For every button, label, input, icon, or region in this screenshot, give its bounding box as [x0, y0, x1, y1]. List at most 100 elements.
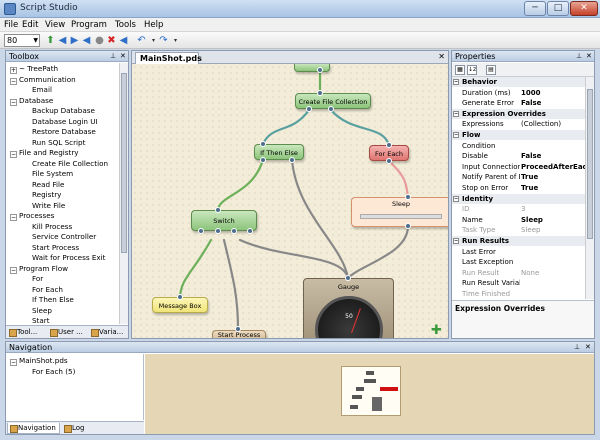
scrollbar-thumb[interactable]: [587, 89, 593, 239]
tree-item[interactable]: Backup Database: [32, 106, 95, 116]
tree-item[interactable]: For Each: [32, 285, 63, 295]
tab-toolbox[interactable]: Tool...: [7, 327, 37, 338]
property-category[interactable]: −Behavior: [452, 77, 585, 87]
alphabetical-icon[interactable]: ↓z: [467, 65, 477, 75]
scrollbar-thumb[interactable]: [121, 73, 127, 253]
undo-icon[interactable]: ↶: [137, 35, 146, 46]
expander-icon[interactable]: −: [10, 214, 17, 221]
tree-item[interactable]: Kill Process: [32, 222, 72, 232]
tree-category[interactable]: −Processes: [10, 211, 54, 221]
collapse-icon[interactable]: −: [453, 132, 459, 138]
categorized-icon[interactable]: ▦: [455, 65, 465, 75]
property-row[interactable]: Time Finished: [452, 289, 585, 299]
run-icon[interactable]: ⬆: [46, 35, 55, 46]
connector-dot[interactable]: [405, 194, 411, 200]
collapse-icon[interactable]: −: [453, 110, 459, 117]
property-pages-icon[interactable]: ▤: [486, 65, 496, 75]
node-sleep[interactable]: Sleep: [351, 197, 448, 227]
tree-category[interactable]: +~ TreePath: [10, 64, 58, 74]
tree-category[interactable]: −Program Flow: [10, 264, 68, 274]
connector-dot[interactable]: [260, 141, 266, 147]
menu-edit[interactable]: Edit: [22, 20, 39, 30]
pin-icon[interactable]: ⊥: [110, 52, 117, 60]
property-value[interactable]: True: [521, 184, 539, 192]
pause-icon[interactable]: ●: [95, 35, 104, 46]
tab-user[interactable]: User ...: [48, 327, 83, 338]
redo-icon[interactable]: ↷: [159, 35, 168, 46]
tree-item[interactable]: For: [32, 274, 43, 284]
properties-scrollbar[interactable]: [585, 77, 594, 299]
close-icon[interactable]: ✕: [438, 52, 445, 61]
property-value[interactable]: Sleep: [521, 215, 543, 224]
property-value[interactable]: 1000: [521, 88, 541, 97]
connector-dot[interactable]: [306, 106, 312, 112]
pin-icon[interactable]: ⊥: [576, 52, 583, 60]
property-category[interactable]: −Expression Overrides: [452, 108, 585, 119]
connector-dot[interactable]: [198, 228, 204, 234]
tree-item[interactable]: Restore Database: [32, 127, 96, 137]
property-value[interactable]: (Collection): [521, 120, 562, 129]
navigation-overview[interactable]: [145, 354, 594, 434]
node-if-then-else[interactable]: If Then Else: [254, 144, 304, 160]
property-category[interactable]: −Run Results: [452, 236, 585, 246]
connector-dot[interactable]: [386, 158, 392, 164]
tree-item[interactable]: Email: [32, 85, 52, 95]
tree-item[interactable]: Wait for Process Exit: [32, 253, 105, 263]
connector-dot[interactable]: [231, 228, 237, 234]
property-value[interactable]: Sleep: [521, 226, 541, 235]
toolbox-scrollbar[interactable]: [119, 63, 128, 324]
tab-mainshot[interactable]: MainShot.pds: [135, 52, 202, 64]
property-row[interactable]: Duration (ms)1000: [452, 88, 585, 98]
minimize-button[interactable]: ─: [524, 1, 546, 16]
property-value[interactable]: False: [521, 152, 542, 161]
tab-variables[interactable]: Varia...: [89, 327, 123, 338]
node-gauge[interactable]: Gauge 50: [303, 278, 394, 338]
add-node-icon[interactable]: ✚: [431, 323, 442, 338]
property-value[interactable]: True: [521, 173, 539, 182]
tree-item[interactable]: Start: [32, 316, 50, 324]
tree-item[interactable]: Run SQL Script: [32, 138, 85, 148]
close-icon[interactable]: ✕: [586, 52, 592, 60]
connector-dot[interactable]: [247, 228, 253, 234]
close-button[interactable]: ✕: [570, 1, 598, 16]
undo-dropdown-icon[interactable]: ▾: [151, 37, 155, 44]
property-value[interactable]: False: [521, 99, 542, 108]
menu-file[interactable]: File: [4, 20, 19, 30]
expander-icon[interactable]: +: [10, 67, 17, 74]
connector-dot[interactable]: [289, 157, 295, 163]
menu-program[interactable]: Program: [71, 20, 107, 30]
property-category[interactable]: −Identity: [452, 193, 585, 204]
close-icon[interactable]: ✕: [585, 343, 591, 351]
connector-dot[interactable]: [328, 106, 334, 112]
property-value[interactable]: ProceedAfterEach: [521, 162, 585, 171]
tree-item[interactable]: Write File: [32, 201, 65, 211]
redo-dropdown-icon[interactable]: ▾: [173, 37, 177, 44]
connector-dot[interactable]: [215, 207, 221, 213]
tree-item[interactable]: Start Process: [32, 243, 79, 253]
step-forward-icon[interactable]: ▶: [70, 35, 79, 46]
minimap[interactable]: [341, 366, 401, 416]
workflow-canvas[interactable]: Create File Collection If Then Else For …: [132, 64, 448, 338]
tab-log[interactable]: Log: [62, 423, 85, 434]
property-row[interactable]: Last Exception: [452, 257, 585, 267]
property-row[interactable]: Run Result Variabl: [452, 278, 585, 288]
collapse-icon[interactable]: −: [453, 79, 459, 85]
connector-dot[interactable]: [235, 326, 241, 332]
nav-tree-item[interactable]: −MainShot.pds: [10, 356, 68, 366]
menu-help[interactable]: Help: [144, 20, 164, 30]
connector-dot[interactable]: [317, 90, 323, 96]
maximize-button[interactable]: □: [547, 1, 569, 16]
tree-category[interactable]: −Database: [10, 96, 53, 106]
property-row[interactable]: Condition: [452, 141, 585, 151]
partial-node[interactable]: [294, 64, 330, 72]
connector-dot[interactable]: [405, 223, 411, 229]
fast-back-icon[interactable]: ◀: [82, 35, 91, 46]
connector-dot[interactable]: [177, 294, 183, 300]
tree-item[interactable]: Read File: [32, 180, 64, 190]
property-category[interactable]: −Flow: [452, 130, 585, 140]
